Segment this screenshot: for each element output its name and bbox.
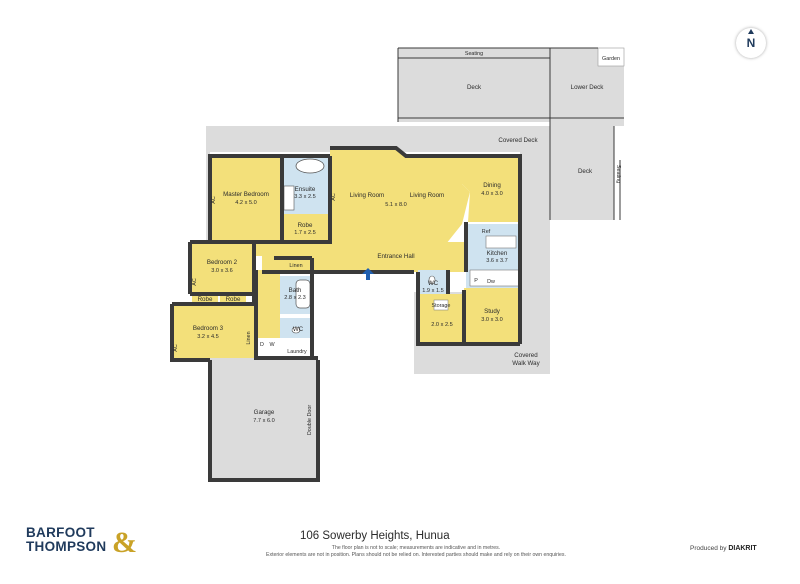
robe-master xyxy=(282,214,328,242)
living-room xyxy=(330,148,470,244)
seating-top-label: Seating xyxy=(465,51,483,57)
kitchen-dims: 3.6 x 3.7 xyxy=(486,258,507,264)
ac-label-bedroom-3: AC xyxy=(173,344,179,352)
spa-bath-icon xyxy=(295,158,325,174)
deck-right-label: Deck xyxy=(578,168,593,175)
dryer-label: D xyxy=(260,342,264,348)
kitchen-island-icon xyxy=(485,235,517,249)
wc-2-dims: 1.9 x 1.5 xyxy=(422,288,443,294)
double-door-label: Double Door xyxy=(307,405,313,435)
storage-icon xyxy=(433,299,449,311)
storage-label: Storage xyxy=(432,303,451,309)
living-room-2-name: Living Room xyxy=(410,192,444,199)
ac-label-master: AC xyxy=(211,196,217,204)
study-dims: 3.0 x 3.0 xyxy=(481,317,502,323)
garage-dims: 7.7 x 6.0 xyxy=(253,418,274,424)
ensuite-dims: 3.3 x 2.5 xyxy=(294,194,315,200)
covered-walkway-label-1: Covered xyxy=(514,352,538,359)
garden-area xyxy=(597,47,625,67)
bath-name: Bath xyxy=(289,287,302,294)
brand-logo: BARFOOT THOMPSON & xyxy=(26,525,146,558)
linen-2-name: Linen xyxy=(246,331,252,344)
rooms xyxy=(172,148,520,480)
seating-right-label: Seating xyxy=(615,165,621,183)
linen-strip xyxy=(242,314,256,360)
bathtub-icon xyxy=(295,279,311,309)
bedroom-2-name: Bedroom 2 xyxy=(207,259,238,266)
upper-deck-area xyxy=(398,48,550,122)
robe-left xyxy=(192,294,218,304)
deck-top-label: Deck xyxy=(467,84,482,91)
toilet-icon xyxy=(291,326,301,334)
disclaimer: The floor plan is not to scale; measurem… xyxy=(256,545,576,558)
room-labels: Master Bedroom 4.2 x 5.0 Ensuite 3.3 x 2… xyxy=(193,182,508,424)
robe-right xyxy=(220,294,246,304)
dining-dims: 4.0 x 3.0 xyxy=(481,191,502,197)
dining xyxy=(462,156,520,222)
ref-label: Ref xyxy=(482,229,491,235)
ac-label-living: AC xyxy=(331,193,337,201)
wc-2-name: WC xyxy=(428,280,439,287)
bedroom-3-dims: 3.2 x 4.5 xyxy=(197,334,218,340)
bedroom-2-dims: 3.0 x 3.6 xyxy=(211,268,232,274)
linen-1-name: Linen xyxy=(289,263,302,269)
wc-1-name: WC xyxy=(293,326,304,333)
vanity-icon xyxy=(283,185,295,211)
store-dims: 2.0 x 2.5 xyxy=(431,322,452,328)
bath-dims: 2.8 x 2.3 xyxy=(284,295,305,301)
bedroom-2 xyxy=(190,242,254,294)
outdoor-labels: Seating Garden Deck Lower Deck Covered D… xyxy=(465,51,621,367)
living-room-dims: 5.1 x 8.0 xyxy=(385,202,406,208)
robe-master-dims: 1.7 x 2.5 xyxy=(294,230,315,236)
north-arrow-icon xyxy=(748,29,754,34)
master-bedroom-name: Master Bedroom xyxy=(223,191,269,198)
linen-top xyxy=(274,258,312,270)
toilet-icon-2 xyxy=(428,275,436,285)
lower-deck-label: Lower Deck xyxy=(571,84,605,91)
produced-prefix: Produced by xyxy=(690,545,727,552)
property-address: 106 Sowerby Heights, Hunua xyxy=(300,530,450,542)
robe-right-name: Robe xyxy=(226,296,241,303)
entrance-hall-name: Entrance Hall xyxy=(377,253,414,260)
compass-label: N xyxy=(746,36,756,50)
right-deck-area xyxy=(550,126,614,220)
laundry xyxy=(256,338,312,358)
floor-plan: Seating Garden Deck Lower Deck Covered D… xyxy=(170,47,625,482)
brand-line-2: THOMPSON xyxy=(26,539,107,554)
dishwasher-label: Dw xyxy=(487,279,495,285)
garden-label: Garden xyxy=(602,56,620,62)
garage xyxy=(210,358,318,480)
living-room-1-name: Living Room xyxy=(350,192,384,199)
covered-walkway-label-2: Walk Way xyxy=(512,360,540,367)
ac-label-bedroom-2: AC xyxy=(192,278,198,286)
walls xyxy=(170,146,522,482)
study xyxy=(464,288,520,344)
robe-master-name: Robe xyxy=(298,222,313,229)
bedroom-3-name: Bedroom 3 xyxy=(193,325,224,332)
fixture-labels: AC AC AC AC Ref P Dw D W Storage Double … xyxy=(173,193,495,435)
entry-arrow-icon xyxy=(362,268,374,280)
produced-by: Produced by DIAKRIT xyxy=(690,545,757,552)
covered-deck-label: Covered Deck xyxy=(498,137,538,144)
dining-name: Dining xyxy=(483,182,501,189)
robe-left-name: Robe xyxy=(198,296,213,303)
master-bedroom-dims: 4.2 x 5.0 xyxy=(235,200,256,206)
brand-line-1: BARFOOT xyxy=(26,525,95,540)
disclaimer-line-1: The floor plan is not to scale; measurem… xyxy=(331,545,501,551)
pantry-label: P xyxy=(474,278,478,284)
produced-brand: DIAKRIT xyxy=(728,545,757,552)
laundry-name: Laundry xyxy=(287,349,307,355)
master-bedroom xyxy=(210,156,282,242)
ensuite-name: Ensuite xyxy=(295,186,316,193)
kitchen-name: Kitchen xyxy=(487,250,508,257)
garage-name: Garage xyxy=(254,409,275,416)
kitchen-side-deck xyxy=(520,150,550,292)
north-compass: N xyxy=(736,28,766,58)
study-name: Study xyxy=(484,308,501,315)
washer-label: W xyxy=(269,342,275,348)
disclaimer-line-2: Exterior elements are not in position. P… xyxy=(266,551,566,558)
brand-ampersand: & xyxy=(112,526,137,559)
